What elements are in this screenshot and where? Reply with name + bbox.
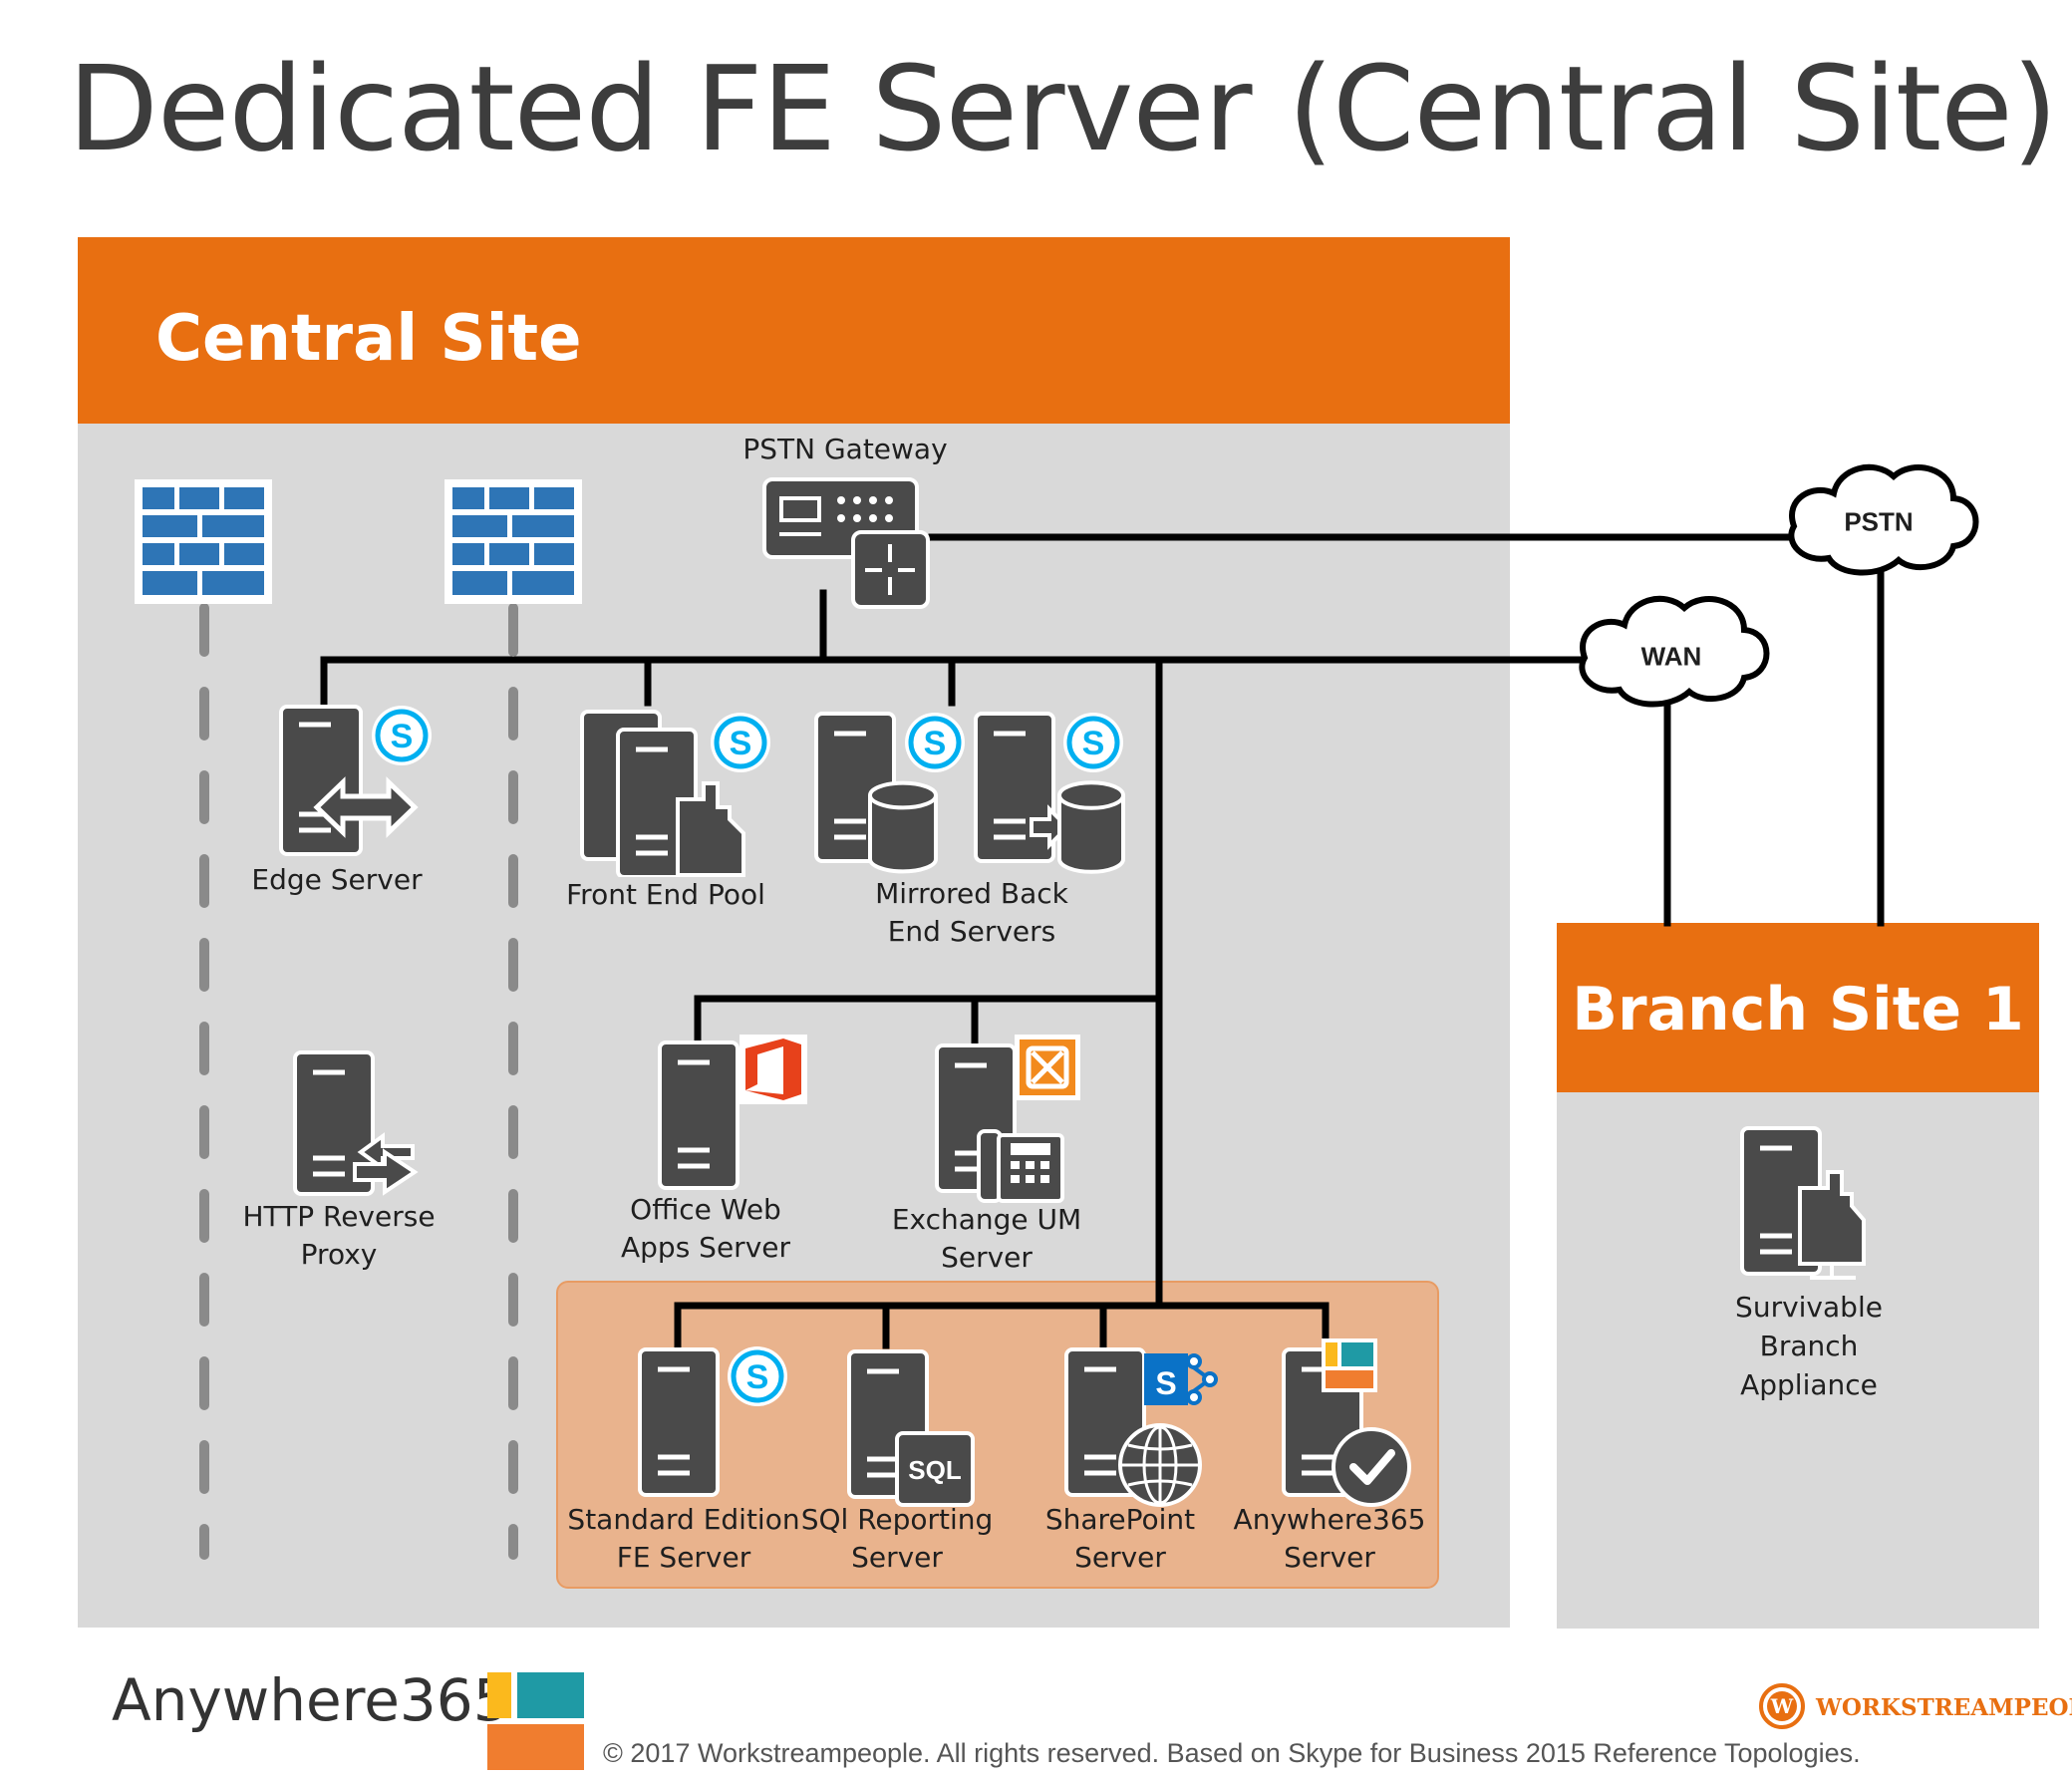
skype-icon: S	[728, 1346, 787, 1406]
skype-icon: S	[905, 713, 965, 772]
svg-text:S: S	[1155, 1365, 1176, 1401]
branch-site-header: Branch Site 1	[1557, 923, 2039, 1092]
skype-icon: S	[372, 706, 432, 765]
copyright-text: © 2017 Workstreampeople. All rights rese…	[603, 1738, 1861, 1768]
back-end-server-icon	[814, 712, 938, 874]
page-title: Dedicated FE Server (Central Site)	[68, 40, 2058, 177]
sharepoint-server-icon	[1064, 1347, 1202, 1507]
sharepoint-logo-icon: S	[1144, 1353, 1218, 1405]
wan-cloud-icon	[1579, 596, 1770, 708]
svg-text:S: S	[1082, 725, 1105, 762]
branch-site-label: Branch Site 1	[1572, 975, 2024, 1044]
front-end-pool-label: Front End Pool	[566, 878, 765, 911]
office-logo-icon	[740, 1035, 807, 1104]
edge-server-label: Edge Server	[251, 863, 423, 896]
firewall-icon	[135, 479, 272, 604]
http-reverse-proxy-icon	[293, 1050, 419, 1196]
skype-icon: S	[711, 713, 770, 772]
central-site-header: Central Site	[78, 237, 1510, 424]
svg-text:SQL: SQL	[908, 1455, 962, 1485]
survivable-branch-appliance-icon	[1740, 1126, 1866, 1280]
firewall-icon	[444, 479, 582, 604]
central-site-label: Central Site	[155, 302, 582, 376]
svg-text:S: S	[391, 718, 414, 755]
office-web-apps-server-icon	[658, 1040, 740, 1190]
back-end-server-icon	[974, 712, 1125, 874]
edge-server-icon	[279, 705, 419, 856]
pstn-cloud-icon	[1788, 464, 1979, 576]
exchange-logo-icon	[1015, 1035, 1080, 1100]
anywhere365-brand-logo	[487, 1672, 584, 1770]
pstn-cloud-label: PSTN	[1844, 506, 1914, 537]
workstreampeople-logo-text: WORKSTREAMPEOPLE	[1816, 1694, 2072, 1721]
anywhere365-logo-icon	[1322, 1338, 1377, 1392]
workstreampeople-logo-icon: W	[1759, 1683, 1805, 1729]
pstn-gateway-icon	[762, 477, 930, 609]
front-end-pool-icon	[580, 710, 745, 877]
svg-text:W: W	[1770, 1694, 1794, 1718]
svg-text:S: S	[924, 725, 947, 762]
svg-text:S: S	[746, 1358, 769, 1396]
svg-text:S: S	[730, 725, 752, 762]
exchange-um-server-icon	[935, 1043, 1064, 1203]
wan-cloud-label: WAN	[1640, 641, 1702, 672]
skype-icon: S	[1063, 713, 1123, 772]
sql-reporting-server-icon: SQL	[847, 1349, 975, 1507]
anywhere365-brand: Anywhere365	[112, 1666, 510, 1734]
anywhere365-server-icon	[1282, 1347, 1411, 1507]
standard-edition-fe-server-icon	[638, 1347, 720, 1497]
pstn-gateway-label: PSTN Gateway	[742, 433, 948, 465]
